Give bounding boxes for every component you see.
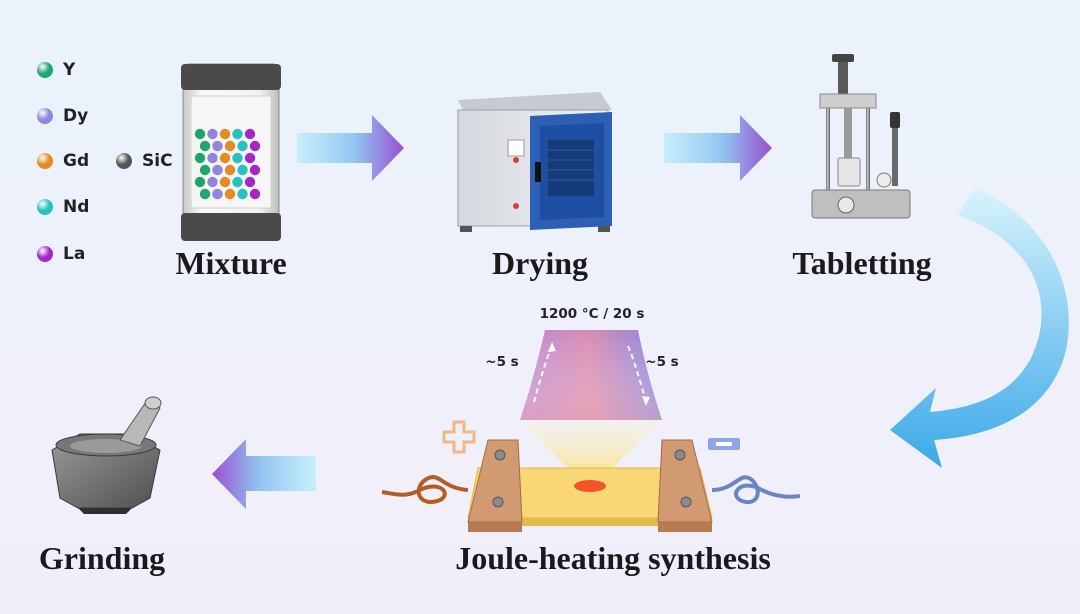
- gd-ball-icon: [37, 153, 53, 169]
- jar-particle: [232, 128, 243, 140]
- jar-particle: [219, 152, 231, 164]
- arrow-drying-to-tabletting: [664, 115, 772, 181]
- jar-particle: [237, 188, 248, 200]
- jar-particle: [244, 152, 256, 164]
- legend-label-la: La: [63, 244, 86, 264]
- jar-particle: [224, 188, 236, 200]
- jar-particle: [207, 128, 218, 140]
- jar-particle: [237, 164, 248, 176]
- sic-ball-icon: [116, 153, 132, 169]
- legend-item-gd: Gd: [37, 151, 89, 171]
- jar-particle: [244, 176, 256, 188]
- jar-particle: [237, 140, 248, 152]
- ramp-up-label: ~5 s: [485, 354, 519, 370]
- jar-particle: [249, 164, 261, 176]
- jar-particle: [199, 140, 211, 152]
- la-ball-icon: [37, 246, 53, 262]
- curved-arrow: [890, 188, 1069, 468]
- jar-particle: [232, 176, 243, 188]
- legend-item-dy: Dy: [37, 106, 88, 126]
- step-label-mixture: Mixture: [175, 245, 287, 281]
- legend-item-y: Y: [37, 60, 75, 80]
- jar-particle: [194, 152, 206, 164]
- arrow-joule-to-grinding: [212, 439, 316, 509]
- nd-ball-icon: [37, 199, 53, 215]
- jar-particle: [207, 176, 218, 188]
- dy-ball-icon: [37, 108, 53, 124]
- jar-particle: [212, 164, 223, 176]
- heating-profile-label: 1200 °C / 20 s: [539, 306, 645, 322]
- oven-icon: [457, 92, 612, 232]
- legend-label-y: Y: [63, 60, 76, 80]
- legend-label-dy: Dy: [63, 106, 89, 126]
- jar-icon: [181, 63, 281, 241]
- ramp-down-label: ~5 s: [645, 354, 679, 370]
- jar-particle: [199, 188, 211, 200]
- jar-particle: [224, 140, 236, 152]
- step-label-tabletting: Tabletting: [792, 245, 932, 281]
- mortar-icon: [51, 396, 162, 514]
- legend-item-nd: Nd: [37, 197, 89, 217]
- step-label-drying: Drying: [492, 245, 588, 281]
- jar-particle: [207, 152, 218, 164]
- jar-particle: [232, 152, 243, 164]
- legend-item-sic: SiC: [116, 151, 173, 171]
- jar-particle: [219, 128, 231, 140]
- legend-label-sic: SiC: [142, 151, 173, 171]
- joule-heater-icon: [381, 330, 801, 532]
- legend-label-nd: Nd: [63, 197, 90, 217]
- jar-particle: [194, 176, 206, 188]
- jar-particle: [249, 140, 261, 152]
- jar-particle: [212, 140, 223, 152]
- step-label-joule: Joule-heating synthesis: [455, 540, 771, 576]
- legend-item-la: La: [37, 244, 85, 264]
- jar-particle: [194, 128, 206, 140]
- press-icon: [811, 54, 911, 219]
- legend-label-gd: Gd: [63, 151, 90, 171]
- step-label-grinding: Grinding: [38, 540, 166, 576]
- jar-particle: [249, 188, 261, 200]
- jar-particle: [212, 188, 223, 200]
- jar-particle: [244, 128, 256, 140]
- jar-particle: [219, 176, 231, 188]
- jar-particle: [199, 164, 211, 176]
- y-ball-icon: [37, 62, 53, 78]
- jar-particle: [224, 164, 236, 176]
- arrow-mixture-to-drying: [297, 115, 404, 181]
